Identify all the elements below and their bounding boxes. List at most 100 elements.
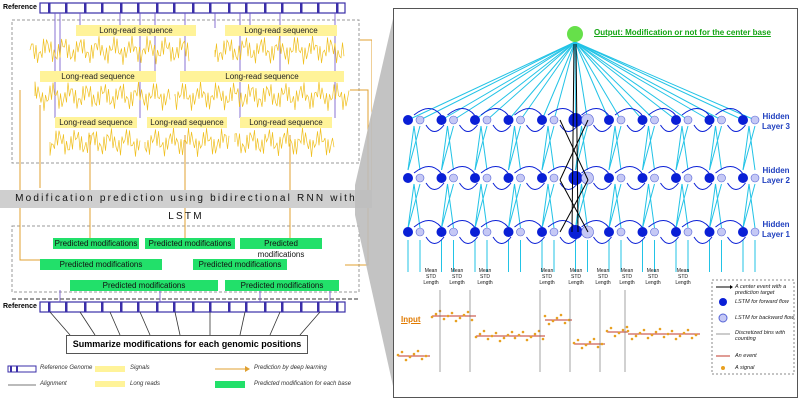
forward-lstm-node [436,115,447,125]
forward-lstm-node [503,227,514,237]
predictions-region [11,225,360,293]
backward-lstm-node [650,173,659,183]
backward-lstm-node [482,173,492,183]
backward-lstm-node [650,115,659,125]
summary-box: Summarize modifications for each genomic… [66,335,308,354]
backward-lstm-node [516,115,525,125]
forward-lstm-node [537,227,547,237]
forward-lstm-node [604,227,614,237]
forward-lstm-node [403,173,413,183]
hidden-layer-3: Hidden Layer 3 [761,112,791,131]
legend-predicted-mod: Predicted modification for each base [254,381,352,387]
predicted-mod-1: Predicted modifications [53,238,139,249]
backward-lstm-node [717,173,726,183]
forward-lstm-node [568,171,583,185]
forward-lstm-node [403,115,413,125]
backward-lstm-node [516,227,525,237]
predicted-mod-5: Predicted modifications [193,259,287,270]
legend-center-event: A center event with a prediction target [735,284,787,296]
backward-lstm-node [549,115,559,125]
legend-alignment: Alignment [40,381,67,387]
forward-lstm-node [568,113,583,127]
backward-lstm-node [516,173,525,183]
input-label: Input [401,315,421,324]
forward-lstm-node [604,173,614,183]
output-label: Output: Modification or not for the cent… [594,28,771,37]
reference-label-bottom: Reference [3,303,37,310]
backward-lstm-node [683,115,693,125]
forward-lstm-node [503,115,514,125]
backward-lstm-node [449,173,458,183]
predicted-mod-6: Predicted modifications [70,280,218,291]
backward-lstm-node [750,227,760,237]
forward-lstm-node [671,173,681,183]
backward-lstm-node [683,227,693,237]
long-read-6: Long-read sequence [147,117,227,128]
left-graphics [7,2,372,388]
long-read-4: Long-read sequence [180,71,344,82]
forward-lstm-node [503,173,514,183]
backward-lstm-node [482,115,492,125]
backward-lstm-node [449,227,458,237]
forward-lstm-node [470,227,480,237]
predicted-mod-7: Predicted modifications [225,280,339,291]
backward-lstm-node [415,115,425,125]
forward-lstm-node [568,225,583,239]
forward-lstm-node [537,173,547,183]
backward-lstm-node [683,173,693,183]
legend-prediction: Prediction by deep learning [254,365,327,371]
backward-lstm-node [616,173,626,183]
backward-lstm-node [650,227,659,237]
forward-lstm-node [704,115,715,125]
forward-lstm-node [537,115,547,125]
forward-lstm-node [637,227,648,237]
legend-signal: A signal [735,365,755,371]
backward-lstm-node [549,227,559,237]
forward-lstm-node [637,173,648,183]
forward-lstm-node [704,173,715,183]
output-node [567,26,583,42]
backward-lstm-node [415,173,425,183]
long-read-3: Long-read sequence [40,71,156,82]
forward-lstm-node [470,115,480,125]
forward-lstm-node [704,227,715,237]
backward-lstm-node [449,115,458,125]
long-read-1: Long-read sequence [76,25,196,36]
forward-lstm-node [738,173,748,183]
legend-signals: Signals [130,365,150,371]
forward-lstm-node [671,115,681,125]
predicted-mod-3: Predicted modifications [240,238,322,259]
backward-lstm-node [482,227,492,237]
backward-lstm-node [750,173,760,183]
legend-forward: LSTM for forward flow [735,299,789,305]
legend-long-reads: Long reads [130,381,161,387]
backward-lstm-node [616,227,626,237]
legend-backward: LSTM for backward flow [735,315,794,321]
backward-lstm-node [549,173,559,183]
backward-lstm-node [616,115,626,125]
reference-label-top: Reference [3,4,37,11]
backward-lstm-node [750,115,760,125]
long-read-2: Long-read sequence [225,25,337,36]
long-read-7: Long-read sequence [240,117,332,128]
forward-lstm-node [637,115,648,125]
predicted-mod-4: Predicted modifications [40,259,162,270]
hidden-layer-1: Hidden Layer 1 [761,220,791,239]
forward-lstm-node [436,173,447,183]
forward-lstm-node [738,227,748,237]
long-read-5: Long-read sequence [55,117,137,128]
forward-lstm-node [604,115,614,125]
forward-lstm-node [436,227,447,237]
legend-reference-genome: Reference Genome [40,365,93,371]
